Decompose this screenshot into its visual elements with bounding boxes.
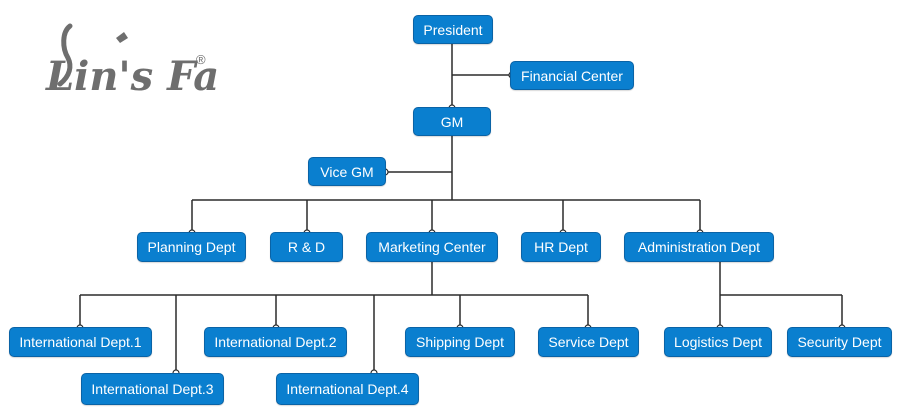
node-administration-dept[interactable]: Administration Dept [624,232,774,262]
logo-wordmark: Lin's Factory [45,53,220,100]
node-planning-dept[interactable]: Planning Dept [137,232,246,262]
node-international-dept-4[interactable]: International Dept.4 [276,373,419,405]
node-marketing-center[interactable]: Marketing Center [366,232,498,262]
company-logo: Lin's Factory ® [40,18,336,114]
node-shipping-dept[interactable]: Shipping Dept [405,327,515,357]
node-vice-gm[interactable]: Vice GM [308,157,386,186]
node-international-dept-3[interactable]: International Dept.3 [81,373,224,405]
registered-mark: ® [196,52,206,67]
node-service-dept[interactable]: Service Dept [538,327,639,357]
node-gm[interactable]: GM [413,107,491,136]
node-international-dept-1[interactable]: International Dept.1 [9,327,152,357]
node-financial-center[interactable]: Financial Center [510,61,634,90]
node-rnd[interactable]: R & D [270,232,343,262]
node-president[interactable]: President [413,15,493,44]
node-security-dept[interactable]: Security Dept [787,327,892,357]
node-international-dept-2[interactable]: International Dept.2 [204,327,347,357]
node-logistics-dept[interactable]: Logistics Dept [664,327,772,357]
node-hr-dept[interactable]: HR Dept [521,232,601,262]
